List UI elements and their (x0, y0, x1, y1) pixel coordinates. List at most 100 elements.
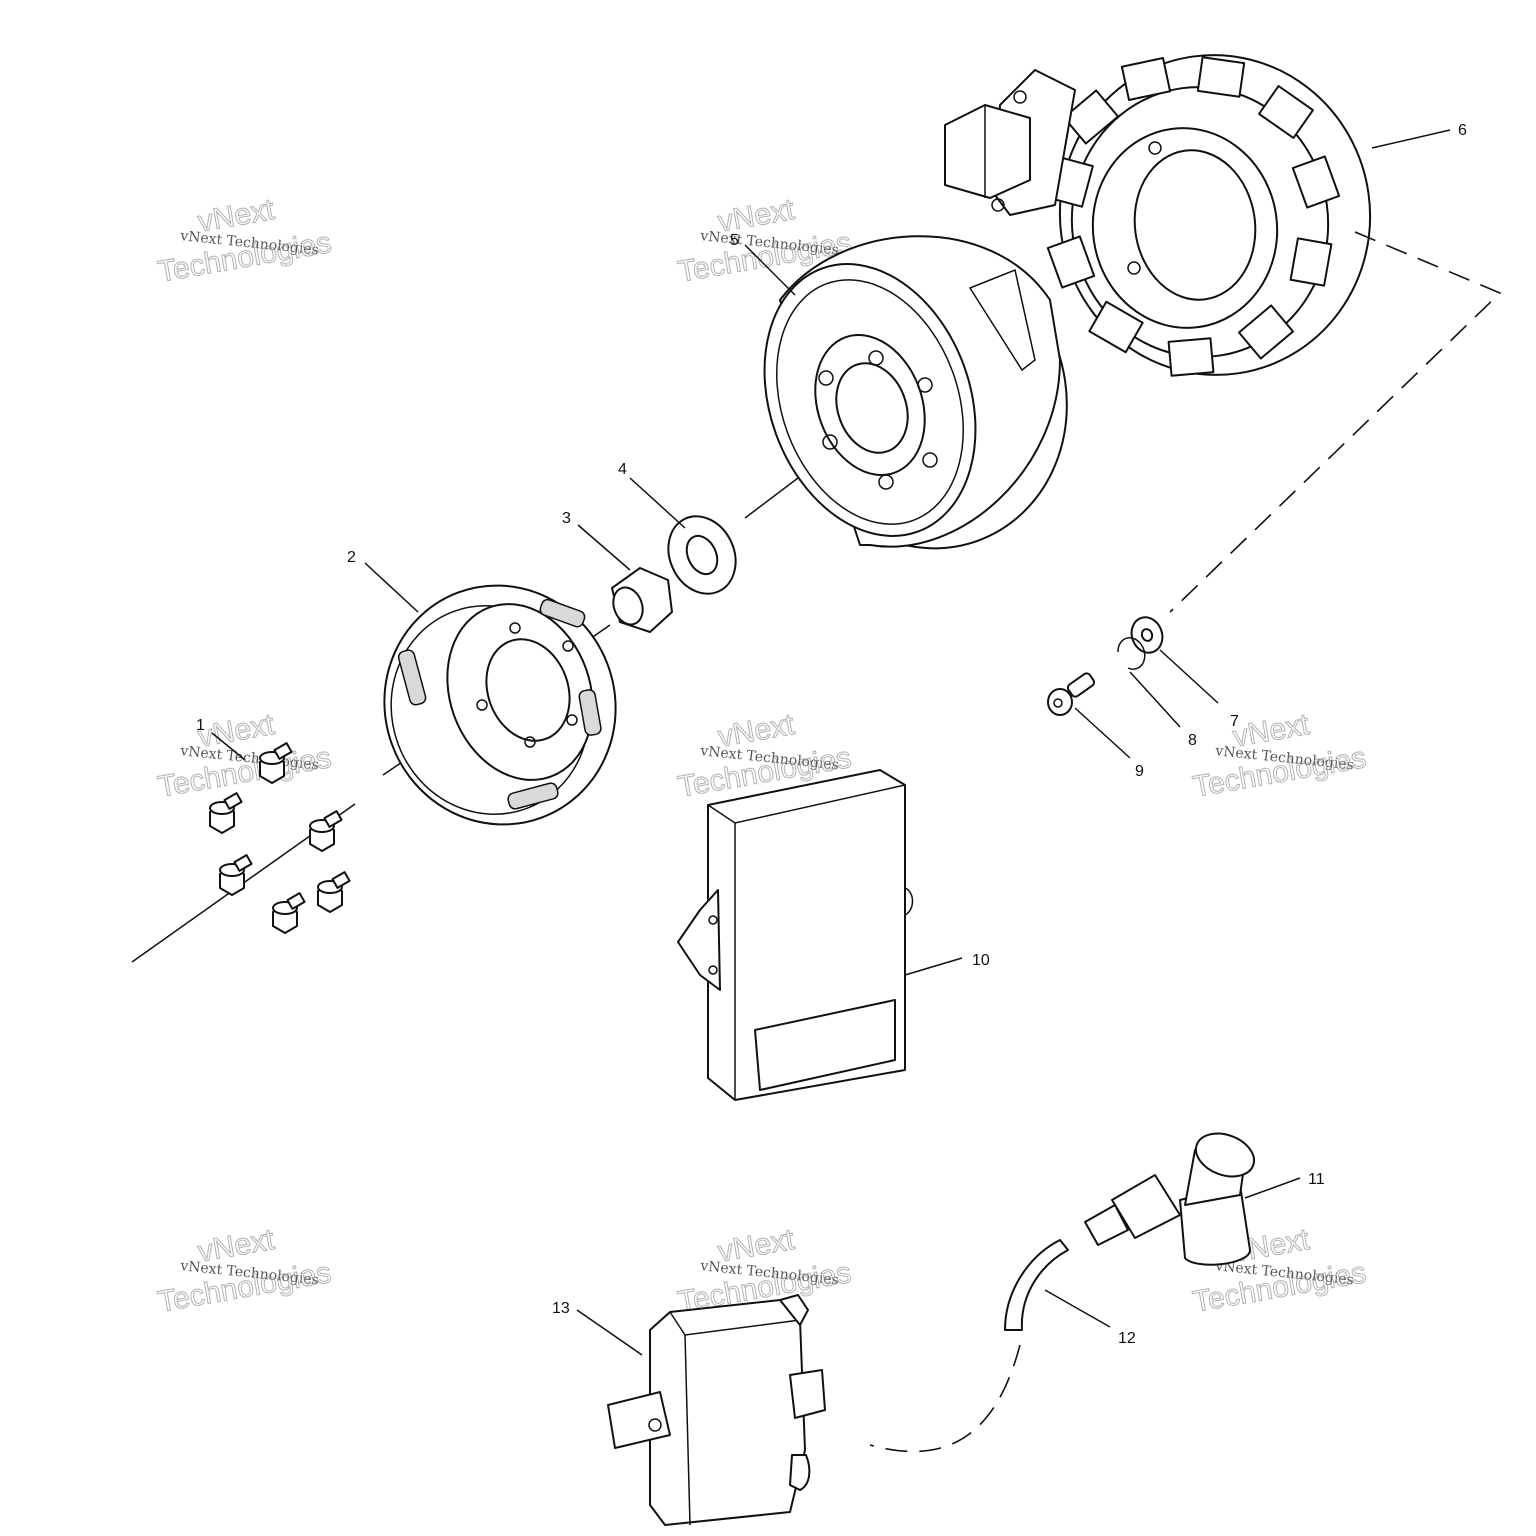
bolt (317, 871, 351, 913)
stator-pole (1196, 56, 1246, 98)
leader-12 (1044, 1289, 1111, 1328)
stator-wire-dashed (1169, 231, 1502, 613)
bolt-shank (273, 742, 293, 760)
watermark-top-left: vNext vNext Technologies Technologies (155, 192, 334, 289)
stator-hole (1148, 141, 1162, 155)
cup-hole (524, 736, 536, 748)
callout-11: 11 (1308, 1171, 1325, 1188)
callout-6: 6 (1458, 122, 1467, 139)
stator-pole (1062, 89, 1120, 145)
cap-sleeve (1111, 1174, 1181, 1239)
hub-hole (868, 350, 884, 366)
leader-7 (1159, 649, 1219, 704)
cdi-box-connector-plate (754, 999, 896, 1091)
cdi-box-side-tab (904, 887, 914, 916)
coil-mount-hole (648, 1418, 662, 1432)
ignition-coil-part-13[interactable] (607, 1294, 826, 1526)
stator-pole (1167, 337, 1215, 377)
nut-part-3[interactable] (608, 567, 673, 633)
coil-terminal-bottom (789, 1454, 811, 1491)
cdi-box-part-10[interactable] (677, 769, 914, 1101)
nut-bore (612, 586, 644, 626)
cup-slot (539, 598, 586, 628)
screw-shank (1066, 672, 1096, 698)
bracket-hole (991, 198, 1005, 212)
cup-bore (485, 638, 571, 742)
leader-5 (744, 244, 796, 296)
cap-top (1194, 1132, 1256, 1178)
pickup-coil (944, 69, 1076, 216)
leader-lines (211, 129, 1451, 1356)
leader-4 (629, 477, 686, 529)
screw-socket (1053, 698, 1063, 708)
leader-13 (576, 1309, 643, 1356)
pickup-block (944, 104, 1031, 199)
flat-washer-hole (1140, 628, 1154, 642)
cup-slot (397, 649, 427, 706)
callout-2: 2 (347, 549, 356, 566)
ht-wire-part-12[interactable] (869, 1239, 1069, 1453)
lock-washer (1117, 637, 1146, 670)
stator-pole (1258, 85, 1314, 139)
bolt-shank (331, 871, 351, 889)
hub-hole (822, 434, 838, 450)
bolt (272, 892, 306, 934)
bolt (219, 854, 253, 896)
coil-terminal-top (779, 1294, 809, 1326)
stator-pole (1237, 304, 1295, 360)
stator-pole (1046, 235, 1096, 289)
washer-part-4[interactable] (656, 505, 748, 605)
callout-13: 13 (552, 1300, 570, 1317)
callout-5: 5 (730, 232, 739, 249)
watermark-bottom-left: vNext vNext Technologies Technologies (155, 1222, 334, 1319)
mount-hole (708, 915, 718, 925)
bolt (209, 792, 243, 834)
flywheel-face-inner (776, 279, 964, 525)
coil-front-edge (684, 1334, 691, 1526)
washer-hole (685, 534, 719, 576)
flat-washer-part-7[interactable] (1127, 613, 1168, 657)
hub-hole (878, 474, 894, 490)
bolts-part-1[interactable] (209, 742, 351, 934)
stator-pole (1289, 237, 1333, 287)
ht-wire-dashed (869, 1344, 1021, 1453)
screw-part-9[interactable] (1047, 672, 1096, 716)
stator-pole (1291, 155, 1341, 209)
hub-hole (917, 377, 933, 393)
leader-8 (1129, 671, 1181, 728)
callout-3: 3 (562, 510, 571, 527)
flywheel-bore (835, 362, 909, 454)
cap-tip (1084, 1204, 1129, 1246)
callout-9: 9 (1135, 763, 1144, 780)
coil-left-mount (607, 1391, 671, 1449)
stator-bore (1133, 149, 1257, 301)
stator-pole (1088, 300, 1144, 354)
cup-hole (562, 640, 574, 652)
lock-washer-part-8[interactable] (1117, 637, 1146, 670)
leader-9 (1074, 707, 1131, 759)
bracket-hole (1013, 90, 1027, 104)
starter-cup-part-2[interactable] (351, 553, 649, 857)
ht-wire (1004, 1239, 1069, 1331)
cup-hole (476, 699, 488, 711)
leader-1 (211, 732, 246, 761)
stator-part-6[interactable] (944, 35, 1502, 613)
mount-hole (708, 965, 718, 975)
bolt-shank (233, 854, 253, 872)
cup-slot (507, 782, 559, 810)
bolt-shank (323, 810, 343, 828)
callout-12: 12 (1118, 1330, 1136, 1347)
spark-plug-cap-part-11[interactable] (1084, 1126, 1260, 1266)
cap-lower-boot (1179, 1184, 1251, 1266)
stator-hole (1127, 261, 1141, 275)
callout-1: 1 (196, 717, 205, 734)
callout-7: 7 (1230, 713, 1239, 730)
hub-hole (922, 452, 938, 468)
cup-hole (566, 714, 578, 726)
watermark-middle-right: vNext vNext Technologies Technologies (1190, 707, 1369, 804)
watermark-middle-left: vNext vNext Technologies Technologies (155, 707, 334, 804)
flywheel-part-5[interactable] (728, 201, 1109, 588)
bolt (259, 742, 293, 784)
cup-hole (509, 622, 521, 634)
